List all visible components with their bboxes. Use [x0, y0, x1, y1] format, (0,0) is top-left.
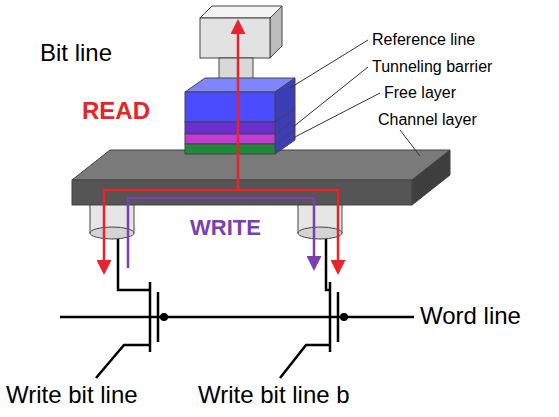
write-current-path: [128, 198, 314, 268]
layer-label: Channel layer: [378, 111, 477, 129]
part-label: Bit line: [40, 40, 112, 66]
current-label: WRITE: [190, 216, 261, 240]
read-current-path: [104, 22, 338, 272]
current-label: READ: [82, 98, 150, 124]
signal-name: Write bit line b: [198, 382, 350, 408]
bit-line-block: [200, 6, 282, 89]
signal-name: Write bit line: [6, 382, 138, 408]
layer-label: Tunneling barrier: [372, 58, 492, 76]
mtj-stack: [185, 78, 295, 154]
signal-name: Word line: [420, 303, 521, 329]
access-transistor: [96, 239, 338, 378]
layer-label: Free layer: [384, 84, 456, 102]
layer-label: Reference line: [372, 31, 475, 49]
word-line-wire: [60, 313, 414, 321]
